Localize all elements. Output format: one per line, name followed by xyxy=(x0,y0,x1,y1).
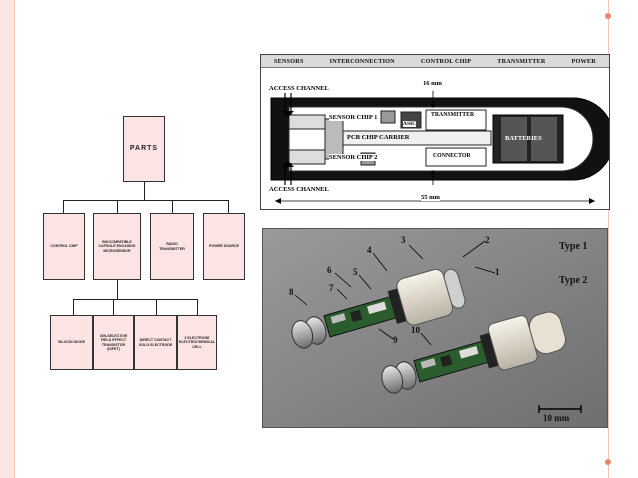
sensor-chip-1-label: SENSOR CHIP 1 xyxy=(329,114,378,121)
asic-label: ASIC xyxy=(403,121,417,127)
capsule-photo-drawing xyxy=(263,229,607,427)
callout-8: 8 xyxy=(289,287,294,297)
access-channel-bottom-label: ACCESS CHANNEL xyxy=(269,186,329,193)
sensor-chip-2-label: SENSOR CHIP 2 xyxy=(329,154,378,161)
access-channel-top-label: ACCESS CHANNEL xyxy=(269,85,329,92)
callout-9: 9 xyxy=(393,335,398,345)
connector-line xyxy=(73,299,74,315)
connector-line xyxy=(197,299,198,315)
transmitter-label: TRANSMITTER xyxy=(431,112,475,118)
top-accent-dot xyxy=(605,13,611,19)
dim-55mm-label: 55 mm xyxy=(421,194,440,201)
header-sensors: SENSORS xyxy=(274,57,304,65)
left-accent-strip xyxy=(0,0,15,478)
electrochemical-cell-box: 3 ELECTRODE ELECTROCHEMICAL CELL xyxy=(177,315,217,370)
isfet-box: ION-SELECTIVE FIELD EFFECT TRANSISTOR (I… xyxy=(93,315,134,370)
type-2-label: Type 2 xyxy=(559,275,588,286)
header-interconnection: INTERCONNECTION xyxy=(329,57,395,65)
connector-line xyxy=(113,299,114,315)
schematic-header: SENSORS INTERCONNECTION CONTROL CHIP TRA… xyxy=(261,55,609,68)
callout-3: 3 xyxy=(401,235,406,245)
callout-4: 4 xyxy=(367,245,372,255)
right-accent-line xyxy=(608,0,609,478)
bottom-accent-dot xyxy=(605,459,611,465)
capsule-box: BIOCOMPATIBLE CAPSULE ENCASING MICROSENS… xyxy=(93,213,141,280)
scale-bar-label: 10 mm xyxy=(543,413,570,423)
capsule-photo: Type 1 Type 2 1 2 3 4 5 6 7 8 9 10 10 mm xyxy=(262,228,608,428)
callout-7: 7 xyxy=(329,283,334,293)
parts-root-box: PARTS xyxy=(123,116,165,182)
pcb-label: PCB CHIP CARRIER xyxy=(347,134,410,141)
connector-line xyxy=(117,200,118,213)
type-1-label: Type 1 xyxy=(559,241,588,252)
control-chip-box: CONTROL CHIP xyxy=(43,213,85,280)
radio-transmitter-box: RADIO TRANSMITTER xyxy=(150,213,194,280)
callout-2: 2 xyxy=(485,235,490,245)
silicon-diode-box: SILICON DIODE xyxy=(50,315,93,370)
gold-electrode-box: DIRECT CONTACT GOLD ELECTRODE xyxy=(134,315,177,370)
batteries-label: BATTERIES xyxy=(505,135,542,142)
callout-1: 1 xyxy=(495,267,500,277)
callout-5: 5 xyxy=(353,267,358,277)
header-transmitter: TRANSMITTER xyxy=(497,57,546,65)
callout-6: 6 xyxy=(327,265,332,275)
header-control-chip: CONTROL CHIP xyxy=(420,57,472,65)
callout-10: 10 xyxy=(411,325,420,335)
capsule-schematic: SENSORS INTERCONNECTION CONTROL CHIP TRA… xyxy=(260,54,610,210)
connector-label: CONNECTOR xyxy=(433,153,471,159)
connector-line xyxy=(144,182,145,200)
connector-line xyxy=(156,299,157,315)
header-power: POWER xyxy=(571,57,596,65)
connector-line xyxy=(73,299,197,300)
connector-line xyxy=(228,200,229,213)
connector-line xyxy=(117,280,118,299)
connector-line xyxy=(172,200,173,213)
connector-line xyxy=(63,200,64,213)
dim-16mm-label: 16 mm xyxy=(423,80,442,87)
power-source-box: POWER SOURCE xyxy=(203,213,245,280)
connector-line xyxy=(63,200,228,201)
